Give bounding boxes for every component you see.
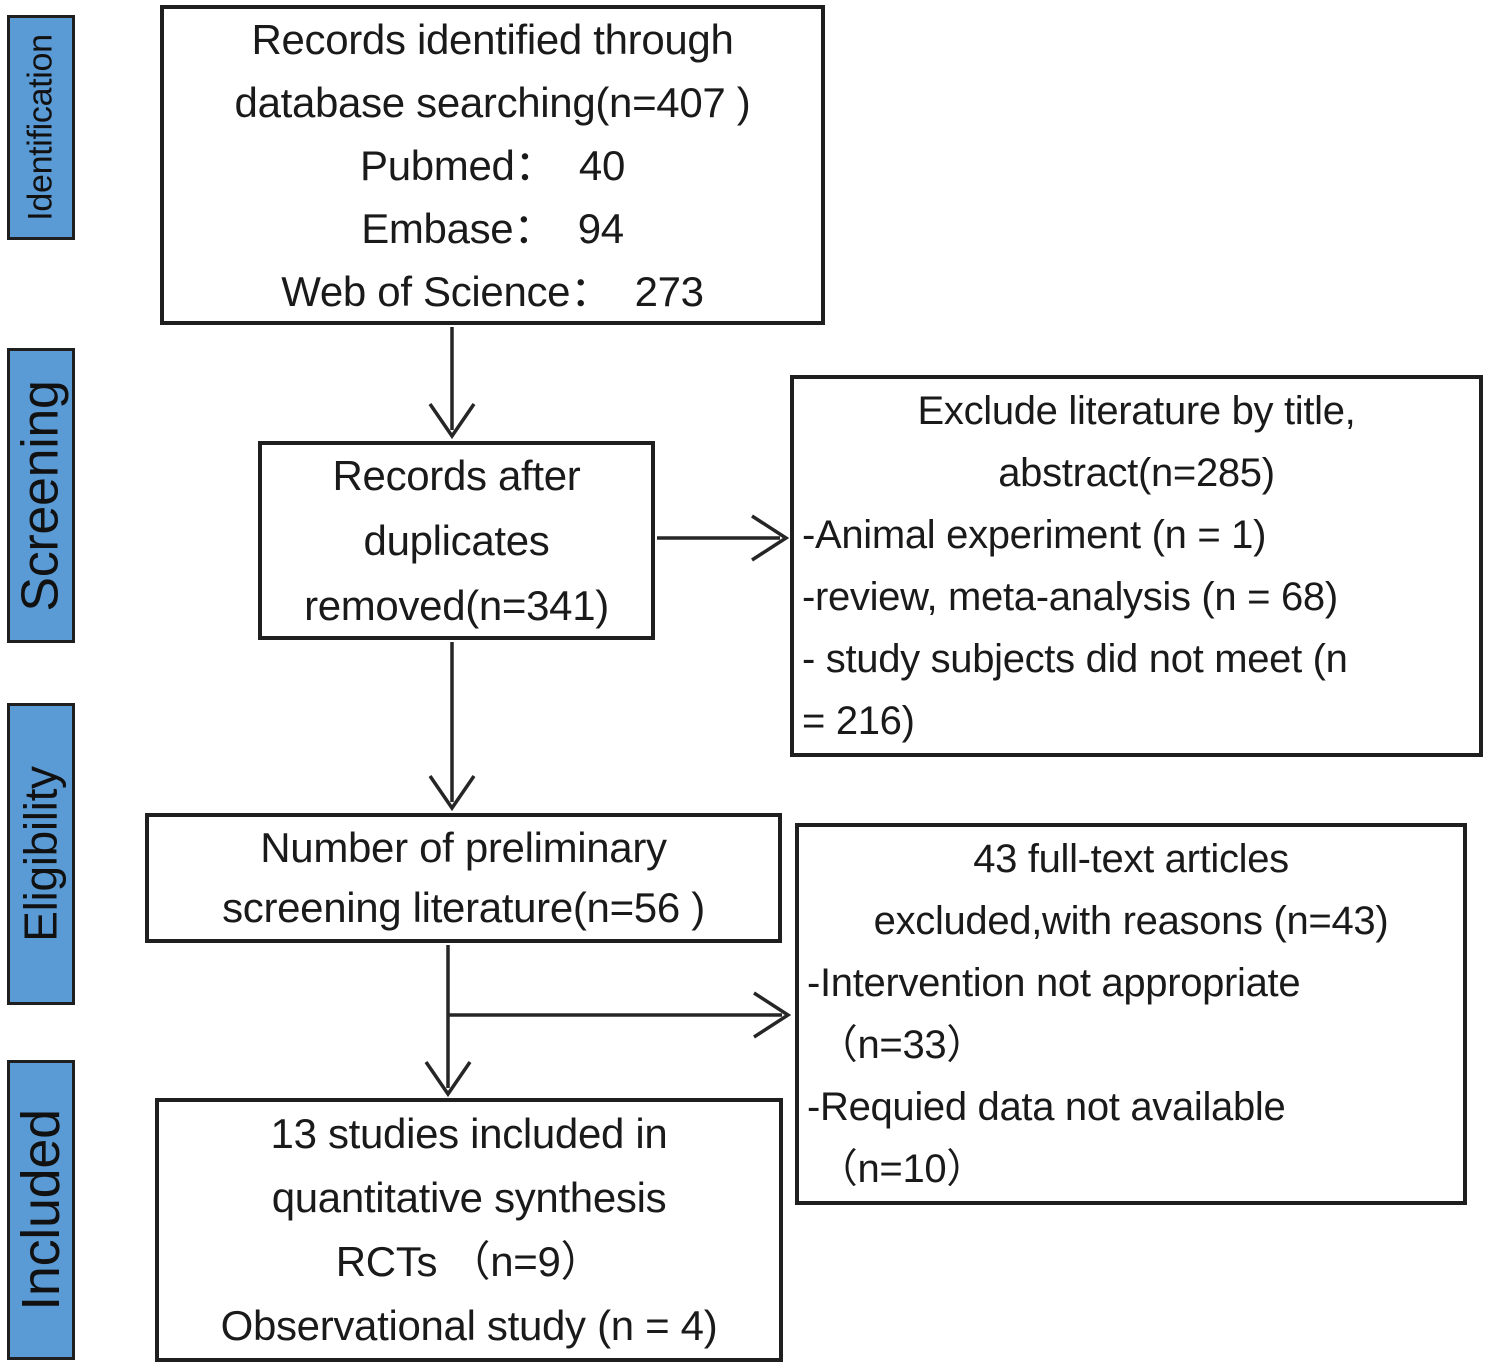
- stage-label-text: Identification: [21, 34, 60, 221]
- box-records-identified: Records identified through database sear…: [160, 5, 825, 325]
- exclusion-reason: （n=10）: [807, 1147, 987, 1191]
- box-heading-line: excluded,with reasons (n=43): [873, 899, 1389, 943]
- box-text-line: quantitative synthesis: [271, 1174, 667, 1221]
- exclusion-reason: - study subjects did not meet (n = 216): [802, 637, 1348, 743]
- box-heading-line: abstract(n=285): [998, 451, 1275, 495]
- box-text-line: RCTs （n=9）: [335, 1238, 603, 1285]
- box-text-line: duplicates: [363, 517, 550, 564]
- exclusion-reason: （n=33）: [807, 1023, 987, 1067]
- box-text-line: Number of preliminary: [260, 824, 667, 871]
- exclusion-reason: -Animal experiment (n = 1): [802, 513, 1267, 557]
- exclusion-reason: -review, meta-analysis (n = 68): [802, 575, 1338, 619]
- box-text-line: Records identified through: [251, 15, 734, 63]
- arrow-down-icon: [424, 1061, 472, 1098]
- stage-label-text: Included: [11, 1109, 72, 1311]
- stage-label-identification: Identification: [7, 15, 75, 240]
- exclusion-reason: -Requied data not available: [807, 1085, 1286, 1129]
- stage-label-text: Eligibility: [15, 766, 67, 942]
- box-text-line: Records after: [332, 452, 581, 499]
- box-heading-line: Exclude literature by title,: [917, 389, 1356, 433]
- arrow-down-icon: [428, 775, 476, 812]
- box-text-line: Observational study (n = 4): [220, 1302, 718, 1349]
- box-text-line: removed(n=341): [304, 582, 609, 629]
- arrow-down-icon: [428, 403, 476, 440]
- stage-label-eligibility: Eligibility: [7, 703, 75, 1005]
- stage-label-screening: Screening: [7, 348, 75, 643]
- box-text-line: database searching(n=407 ): [234, 78, 751, 126]
- stage-label-text: Screening: [12, 379, 70, 612]
- box-text-line: Pubmed： 40: [360, 141, 625, 189]
- box-included-synthesis: 13 studies included in quantitative synt…: [155, 1098, 783, 1362]
- exclusion-reason: -Intervention not appropriate: [807, 961, 1301, 1005]
- arrow-right-icon: [751, 514, 790, 562]
- arrow-right-icon: [753, 991, 792, 1039]
- box-excluded-title-abstract: Exclude literature by title, abstract(n=…: [790, 375, 1483, 757]
- box-text-line: Embase： 94: [361, 204, 624, 252]
- box-fulltext-excluded: 43 full-text articles excluded,with reas…: [795, 823, 1467, 1205]
- box-text-line: 13 studies included in: [270, 1110, 668, 1157]
- box-text-line: Web of Science： 273: [281, 267, 704, 315]
- box-heading-line: 43 full-text articles: [973, 837, 1289, 881]
- box-duplicates-removed: Records after duplicates removed(n=341): [258, 441, 655, 640]
- box-text-line: screening literature(n=56 ): [222, 884, 705, 931]
- stage-label-included: Included: [7, 1060, 75, 1360]
- box-preliminary-screening: Number of preliminary screening literatu…: [145, 813, 782, 943]
